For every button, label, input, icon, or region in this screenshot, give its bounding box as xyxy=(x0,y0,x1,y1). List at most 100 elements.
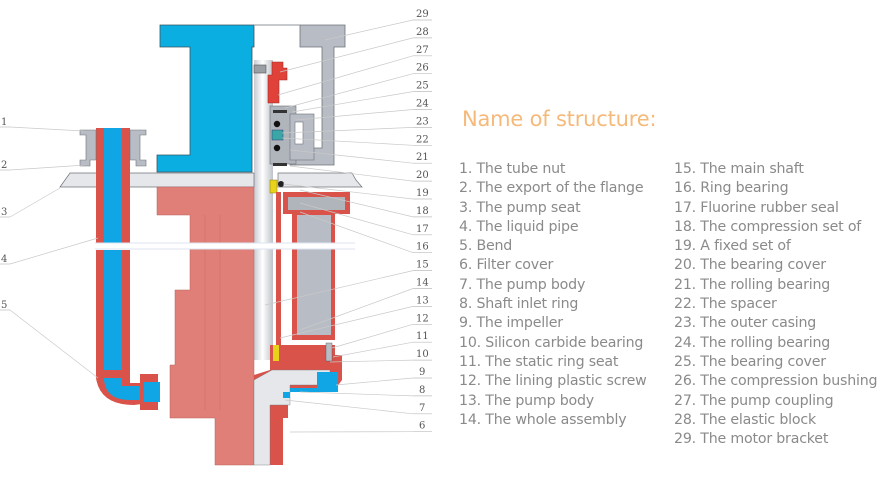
callout-leader xyxy=(284,399,414,415)
legend-item: 17. Fluorine rubber seal xyxy=(674,199,839,216)
legend-item: 10. Silicon carbide bearing xyxy=(459,334,644,351)
legend-item: 24. The rolling bearing xyxy=(674,334,831,351)
callout-number: 19 xyxy=(416,188,429,199)
callout-leader xyxy=(264,270,414,306)
callout-number: 6 xyxy=(419,421,425,432)
bearing-housing xyxy=(269,105,315,166)
callout-number: 4 xyxy=(1,254,7,265)
legend-item: 8. Shaft inlet ring xyxy=(459,296,579,313)
legend-item: 12. The lining plastic screw xyxy=(459,373,647,390)
callout-number: 13 xyxy=(416,295,429,306)
legend-item: 26. The compression bushing xyxy=(674,373,878,390)
callout-number: 28 xyxy=(416,27,429,38)
legend-item: 11. The static ring seat xyxy=(459,353,619,370)
legend-item: 21. The rolling bearing xyxy=(674,276,831,293)
callout-leader xyxy=(9,187,61,218)
callout-leader xyxy=(282,183,414,200)
legend-item: 3. The pump seat xyxy=(459,199,581,216)
legend-item: 4. The liquid pipe xyxy=(459,218,579,235)
silicon-seal xyxy=(269,179,278,194)
callout-leader xyxy=(279,37,414,73)
callout-number: 8 xyxy=(419,385,425,396)
legend-item: 16. Ring bearing xyxy=(674,180,789,197)
static-ring-seat-seal xyxy=(273,345,279,361)
callout-number: 1 xyxy=(1,117,7,128)
callout-leader xyxy=(299,288,414,331)
callout-leader xyxy=(332,341,414,358)
callout-number: 5 xyxy=(1,300,7,311)
callout-leader xyxy=(281,127,414,134)
legend-item: 28. The elastic block xyxy=(674,411,816,428)
elastic-block xyxy=(253,64,267,74)
legend-item: 22. The spacer xyxy=(674,296,777,313)
legend-item: 2. The export of the flange xyxy=(459,180,644,197)
callout-number: 26 xyxy=(416,63,429,74)
rubber-seal xyxy=(278,181,284,187)
tube-nut xyxy=(79,129,147,167)
legend-item: 13. The pump body xyxy=(459,392,594,409)
callout-number: 14 xyxy=(416,278,429,289)
legend-item: 19. A fixed set of xyxy=(674,238,791,255)
legend-item: 27. The pump coupling xyxy=(674,392,834,409)
callout-leader xyxy=(324,19,414,41)
legend-item: 6. Filter cover xyxy=(459,257,554,274)
callout-number: 24 xyxy=(416,99,429,110)
legend-item: 15. The main shaft xyxy=(674,161,804,177)
callout-leader xyxy=(289,165,414,182)
callout-number: 15 xyxy=(416,260,429,271)
callout-leader xyxy=(9,164,87,171)
callout-leader xyxy=(335,377,414,386)
pump-body xyxy=(156,186,255,466)
callout-number: 12 xyxy=(416,313,429,324)
callout-leader xyxy=(299,202,414,236)
legend-item: 5. Bend xyxy=(459,238,513,255)
liquid-pipe xyxy=(96,128,160,410)
callout-number: 29 xyxy=(416,9,429,20)
legend-item: 23. The outer casing xyxy=(674,315,817,332)
pump-coupling xyxy=(267,61,288,104)
right-callouts: 2928272625242322212019181716151413121110… xyxy=(264,9,432,433)
callout-leader xyxy=(331,323,414,349)
callout-leader xyxy=(284,73,414,109)
legend-item: 9. The impeller xyxy=(459,315,563,332)
callout-number: 7 xyxy=(419,403,425,414)
motor-bracket xyxy=(254,24,346,166)
legend-item: 20. The bearing cover xyxy=(674,257,826,274)
callout-number: 27 xyxy=(416,45,429,56)
callout-leader xyxy=(299,211,414,254)
callout-number: 9 xyxy=(419,367,425,378)
pump-casing xyxy=(253,342,342,466)
legend-item: 14. The whole assembly xyxy=(459,411,627,428)
callout-number: 20 xyxy=(416,170,429,181)
legend-item: 7. The pump body xyxy=(459,276,586,293)
callout-leader xyxy=(281,137,414,146)
callout-leader xyxy=(279,306,414,339)
callout-number: 10 xyxy=(416,349,429,360)
callout-leader xyxy=(277,55,414,96)
motor xyxy=(156,24,255,173)
callout-number: 21 xyxy=(416,152,429,163)
callout-leader xyxy=(329,359,414,363)
break-line xyxy=(95,243,355,249)
callout-number: 11 xyxy=(416,331,429,342)
legend-column-2: 15. The main shaft 16. Ring bearing 17. Fl… xyxy=(674,160,878,449)
callout-leader xyxy=(295,109,414,121)
legend-item: 29. The motor bracket xyxy=(674,431,829,448)
legend-item: 18. The compression set of xyxy=(674,218,862,235)
plastic-screw xyxy=(325,342,333,362)
callout-number: 3 xyxy=(1,207,7,218)
callout-leader xyxy=(299,189,414,218)
callout-leader xyxy=(299,391,414,397)
legend-item: 25. The bearing cover xyxy=(674,353,826,370)
pump-column xyxy=(276,192,350,352)
legend-title: Name of structure: xyxy=(462,107,657,132)
callout-number: 23 xyxy=(416,116,429,127)
callout-number: 16 xyxy=(416,242,429,253)
callout-leader xyxy=(289,149,414,164)
callout-number: 17 xyxy=(416,224,429,235)
callout-number: 18 xyxy=(416,206,429,217)
callout-leader xyxy=(291,91,414,113)
